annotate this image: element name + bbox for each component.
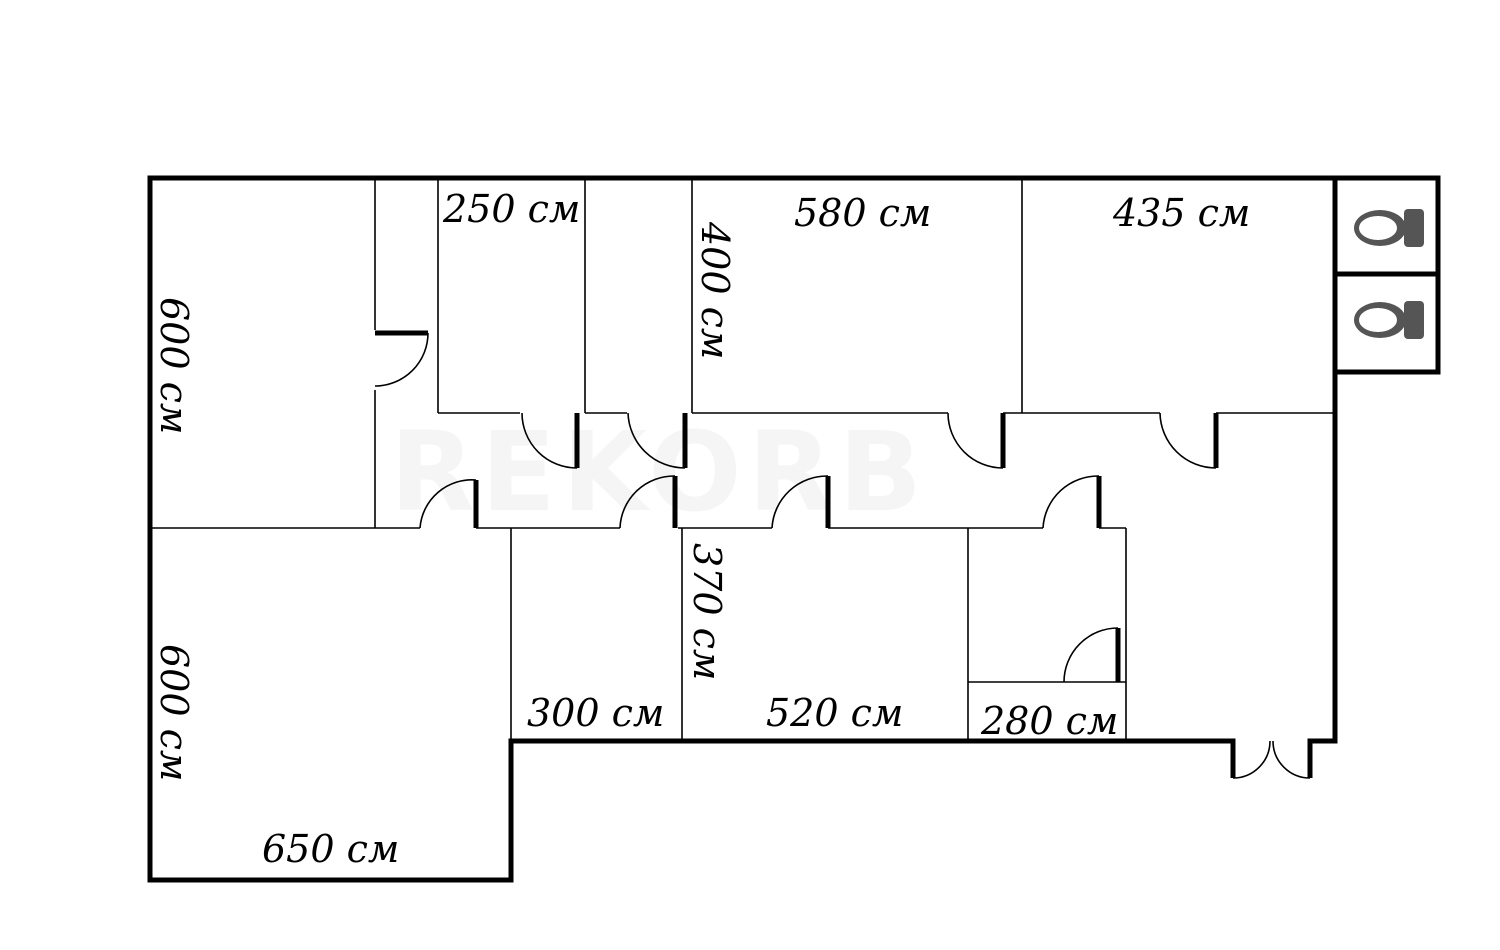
door-520-room [771,475,831,529]
outer-walls [147,175,1441,883]
dim-bottom-room-a-width: 300 см [527,691,664,735]
door-small-room [521,412,580,469]
dim-bottom-room-c-width: 280 см [980,699,1118,743]
door-280-room [1042,475,1102,529]
door-closet [1063,627,1121,683]
watermark: REKORB [390,408,928,536]
dim-middle-room-height: 370 см [685,543,729,680]
dim-top-left-room-height: 600 см [152,297,196,434]
door-corridor-room [627,412,688,469]
door-580-room [947,412,1006,469]
dim-bottom-room-b-width: 520 см [766,691,903,735]
doors [374,330,1313,779]
dim-top-right-room-width: 435 см [1112,191,1250,235]
door-300-room [619,475,678,529]
door-left-room [374,330,429,387]
toilet-icon [1354,301,1424,339]
dimension-labels: 600 см 600 см 650 см 250 см 400 см 580 с… [152,187,1250,871]
dim-bottom-left-room-width: 650 см [262,827,399,871]
door-left-lower [419,479,479,529]
dim-small-room-width: 250 см [442,187,580,231]
dim-corridor-room-height: 400 см [693,221,737,359]
dim-bottom-left-room-height: 600 см [152,644,196,781]
dim-top-middle-room-width: 580 см [794,191,931,235]
door-435-room [1159,412,1219,469]
toilet-icon [1354,209,1424,247]
entrance-double-door [1230,740,1313,779]
interior-walls [150,178,1335,741]
